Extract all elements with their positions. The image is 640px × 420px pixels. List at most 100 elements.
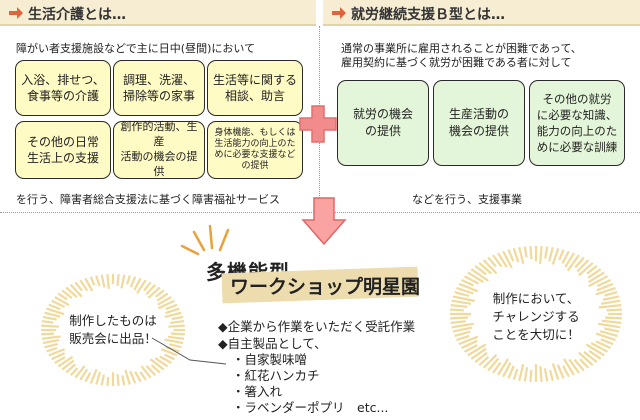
burst-ray [604,327,620,333]
burst-ray [523,246,528,258]
burst-ray [596,282,614,292]
burst-ray [84,372,92,383]
left-bubble-text: 制作したものは 販売会に出品！ [69,313,157,347]
right-burst-decoration [450,246,622,382]
burst-ray [478,356,490,366]
burst-ray [478,262,493,275]
burst-ray [121,375,126,386]
burst-ray [512,247,520,263]
burst-ray [129,276,137,288]
burst-ray [41,332,54,336]
burst-ray [164,311,182,318]
left-burst-decoration [41,274,185,386]
left-footer-text: を行う、障害者総合支援法に基づく障害福祉サービス [16,193,280,206]
burst-ray [133,277,142,291]
burst-ray [573,358,585,372]
burst-ray [548,247,554,262]
product-item: ・箸入れ [232,384,283,399]
burst-ray [551,247,560,265]
burst-ray [600,299,621,305]
burst-ray [159,355,172,364]
burst-ray [41,324,59,328]
burst-ray [168,324,185,328]
burst-ray [588,271,605,284]
burst-ray [518,364,525,381]
burst-ray [563,358,575,376]
burst-ray [549,369,554,381]
right-bubble-text: 制作において、 チャレンジする ことを大切に！ [492,291,580,343]
burst-ray [116,274,120,287]
burst-ray [69,283,83,298]
burst-ray [154,357,169,368]
burst-ray [602,295,620,301]
burst-ray [463,344,478,353]
burst-ray [578,262,594,277]
burst-ray [590,342,609,353]
down-arrow-icon [301,197,347,246]
burst-ray [539,366,543,382]
burst-ray [95,275,101,287]
burst-ray [150,364,161,374]
service-box: 創作的活動、生産 活動の機会の提供 [113,120,205,179]
burst-ray [497,252,508,268]
burst-ray [461,339,478,350]
burst-ray [598,322,621,329]
burst-ray [155,289,165,298]
burst-ray [106,274,110,289]
right-footer-text: などを行う、支援事業 [412,193,522,206]
burst-ray [600,338,614,346]
burst-ray [595,286,616,296]
burst-ray [65,363,77,374]
burst-ray [482,353,498,369]
burst-ray [157,299,175,310]
burst-ray [156,292,169,302]
burst-ray [149,358,165,371]
burst-ray [470,347,487,360]
burst-ray [543,368,549,382]
burst-ray [171,315,184,321]
burst-ray [467,343,487,357]
burst-ray [169,343,182,349]
burst-ray [139,371,147,381]
product-item: ・紅花ハンカチ [232,368,320,383]
burst-ray [539,246,543,265]
burst-ray [160,348,178,357]
burst-ray [54,296,70,307]
burst-ray [61,359,75,371]
burst-ray [89,276,96,286]
burst-ray [463,275,479,285]
burst-ray [41,320,54,324]
service-box: その他の就労 に必要な知識、 能力の向上のた めに必要な訓練 [529,80,625,166]
burst-ray [165,303,178,311]
work-item: ◆自主製品として、 [218,336,327,351]
arrow-right-icon [9,7,23,19]
burst-ray [566,254,580,272]
burst-ray [51,299,66,308]
burst-ray [451,322,474,329]
right-section-header: 就労継続支援Ｂ型とは… [323,0,640,26]
burst-ray [120,274,126,289]
burst-ray [497,358,509,376]
facility-name: ワークショップ明星園 [230,276,421,298]
service-box: 生産活動の 機会の提供 [433,80,525,166]
burst-ray [518,247,525,264]
burst-ray [578,351,594,366]
burst-ray [450,308,464,312]
pointer-line [151,337,227,365]
right-section-title: 就労継続支援Ｂ型とは… [351,7,505,23]
product-item: ・ラベンダーポプリ etc... [232,400,389,415]
burst-ray [492,254,503,268]
burst-ray [57,355,74,368]
burst-ray [65,286,78,299]
burst-ray [605,316,622,320]
burst-ray [456,334,470,342]
burst-ray [95,371,102,385]
burst-ray [588,275,609,288]
burst-ray [595,332,616,342]
burst-ray [450,304,468,308]
burst-ray [454,330,471,337]
burst-ray [452,326,473,333]
burst-ray [89,368,98,384]
service-box: 就労の機会 の提供 [337,80,429,166]
burst-ray [458,335,479,346]
